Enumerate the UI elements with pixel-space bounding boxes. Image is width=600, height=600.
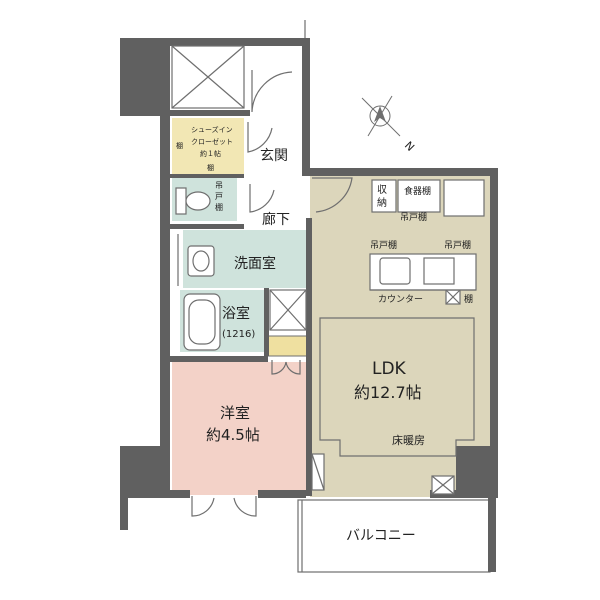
pillar-bottom-left — [120, 446, 170, 498]
storage-door — [271, 360, 287, 375]
sink — [379, 257, 411, 285]
western-door-right — [233, 496, 257, 517]
toilet-hanging-2: 戸 — [215, 192, 223, 201]
shoe-closet-label-3: 約１帖 — [200, 149, 221, 158]
wall-ldk-top — [302, 168, 498, 176]
shoe-closet-shelf-left: 棚 — [176, 141, 183, 150]
wall-bath-right — [264, 288, 269, 356]
linen-storage — [267, 335, 309, 357]
shoe-closet-shelf-bottom: 棚 — [207, 163, 214, 172]
shoe-closet-door — [247, 122, 273, 153]
wall-fin-left — [120, 498, 128, 530]
counter-label: カウンター — [378, 294, 423, 305]
shoe-closet-floor — [172, 118, 244, 174]
pantry-shelf — [397, 179, 441, 213]
wall-left — [160, 38, 170, 498]
balcony-label: バルコニー — [346, 528, 416, 544]
ldk-label: LDK — [372, 359, 407, 379]
ldk-size-label: 約12.7帖 — [354, 383, 422, 402]
wall-pipe-shaft — [168, 110, 250, 116]
toilet-hanging-3: 棚 — [215, 202, 223, 212]
kitchen-hanging-right: 吊戸棚 — [444, 239, 471, 251]
counter-shelf-label: 棚 — [464, 293, 473, 305]
shoe-closet-label-1: シューズイン — [191, 125, 233, 134]
corridor-label: 廊下 — [262, 211, 290, 228]
toilet-tank — [175, 187, 187, 215]
balcony-fin-right — [488, 498, 496, 572]
bath-label: 浴室 — [222, 305, 250, 322]
pipe-shaft-x2 — [171, 45, 245, 109]
basin-bowl — [192, 250, 210, 272]
compass: N — [361, 95, 417, 154]
storage-label-1: 収 — [377, 184, 387, 196]
compass-needle — [374, 106, 386, 122]
western-room-label: 洋室 — [220, 404, 250, 422]
toilet-door — [249, 184, 275, 213]
bath-size-label: (1216) — [222, 329, 255, 340]
wall-western-top — [168, 356, 268, 362]
wall-ldk-right — [490, 168, 498, 498]
shoe-closet-label-2: クローゼット — [191, 137, 233, 146]
pantry-label: 食器棚 — [404, 185, 431, 197]
wall-entrance-right — [302, 38, 310, 176]
wall-western-right — [306, 356, 312, 496]
genkan-label: 玄関 — [260, 147, 288, 164]
storage-box — [371, 179, 397, 213]
balcony-shaft-x2 — [431, 475, 455, 495]
washroom-label: 洗面室 — [234, 255, 276, 272]
western-room-floor — [172, 362, 310, 495]
storage-label-2: 納 — [377, 196, 387, 209]
western-door-left — [191, 496, 215, 517]
wall-ldk-left — [306, 218, 312, 356]
wall-toilet-top — [168, 174, 244, 178]
kitchen-hanging-left: 吊戸棚 — [370, 239, 397, 251]
wall-bottom-right — [430, 490, 498, 498]
window-box-x — [311, 453, 325, 491]
fridge-space — [443, 179, 485, 217]
floor-heating-area — [319, 317, 475, 457]
pillar-bottom-right — [456, 446, 498, 498]
bathtub-inner — [188, 299, 216, 345]
wall-bottom-mid — [258, 490, 306, 498]
storage-door-2 — [285, 360, 301, 375]
ldk-floor — [310, 175, 495, 497]
western-size-label: 約4.5帖 — [206, 426, 260, 444]
range-hood — [423, 257, 455, 285]
entrance-door — [251, 70, 293, 113]
counter-shaft-x2 — [445, 289, 461, 305]
wall-wash-top — [168, 224, 244, 229]
pillar-top-left — [120, 38, 170, 116]
wall-top — [160, 38, 310, 46]
bath-shaft-x2 — [269, 289, 307, 331]
ldk-door — [312, 177, 353, 213]
toilet-bowl — [185, 191, 211, 211]
wall-bottom-left — [160, 490, 190, 498]
toilet-hanging-1: 吊 — [215, 181, 223, 190]
floor-heating-label: 床暖房 — [392, 433, 425, 447]
pantry-hanging-label: 吊戸棚 — [400, 211, 427, 223]
compass-north-label: N — [402, 139, 417, 154]
